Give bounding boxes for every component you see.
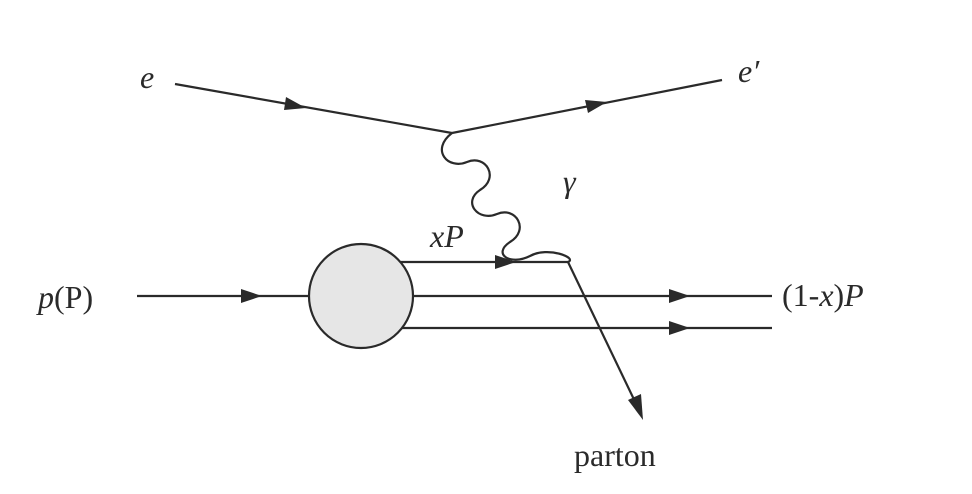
struck-parton-incoming-arrow bbox=[495, 255, 516, 269]
label-parton: parton bbox=[574, 437, 656, 473]
label-proton: p(P) bbox=[36, 279, 93, 315]
incoming-electron-line bbox=[174, 82, 453, 135]
label-electron-out: e′ bbox=[738, 53, 760, 89]
incoming-electron-arrow bbox=[284, 97, 306, 110]
label-proton-symbol: p bbox=[36, 279, 54, 315]
outgoing-electron-arrow bbox=[585, 100, 607, 113]
label-remnant-prefix: (1- bbox=[782, 277, 819, 313]
spectator-arrow-upper bbox=[669, 289, 690, 303]
label-struck-momentum: xP bbox=[429, 218, 464, 254]
virtual-photon-line bbox=[440, 132, 572, 264]
label-remnant-x: x bbox=[818, 277, 833, 313]
label-remnant-momentum: (1-x)P bbox=[782, 277, 864, 313]
spectator-arrow-lower bbox=[669, 321, 690, 335]
proton-incoming-arrow bbox=[241, 289, 262, 303]
label-remnant-P: P bbox=[843, 277, 864, 313]
label-photon: γ bbox=[563, 163, 577, 199]
scattered-parton-line bbox=[567, 261, 641, 413]
proton-blob bbox=[307, 242, 415, 350]
label-electron-in: e bbox=[140, 59, 154, 95]
label-proton-momentum: (P) bbox=[54, 279, 93, 315]
label-remnant-suffix: ) bbox=[834, 277, 845, 313]
scattered-parton-arrow bbox=[628, 394, 643, 420]
